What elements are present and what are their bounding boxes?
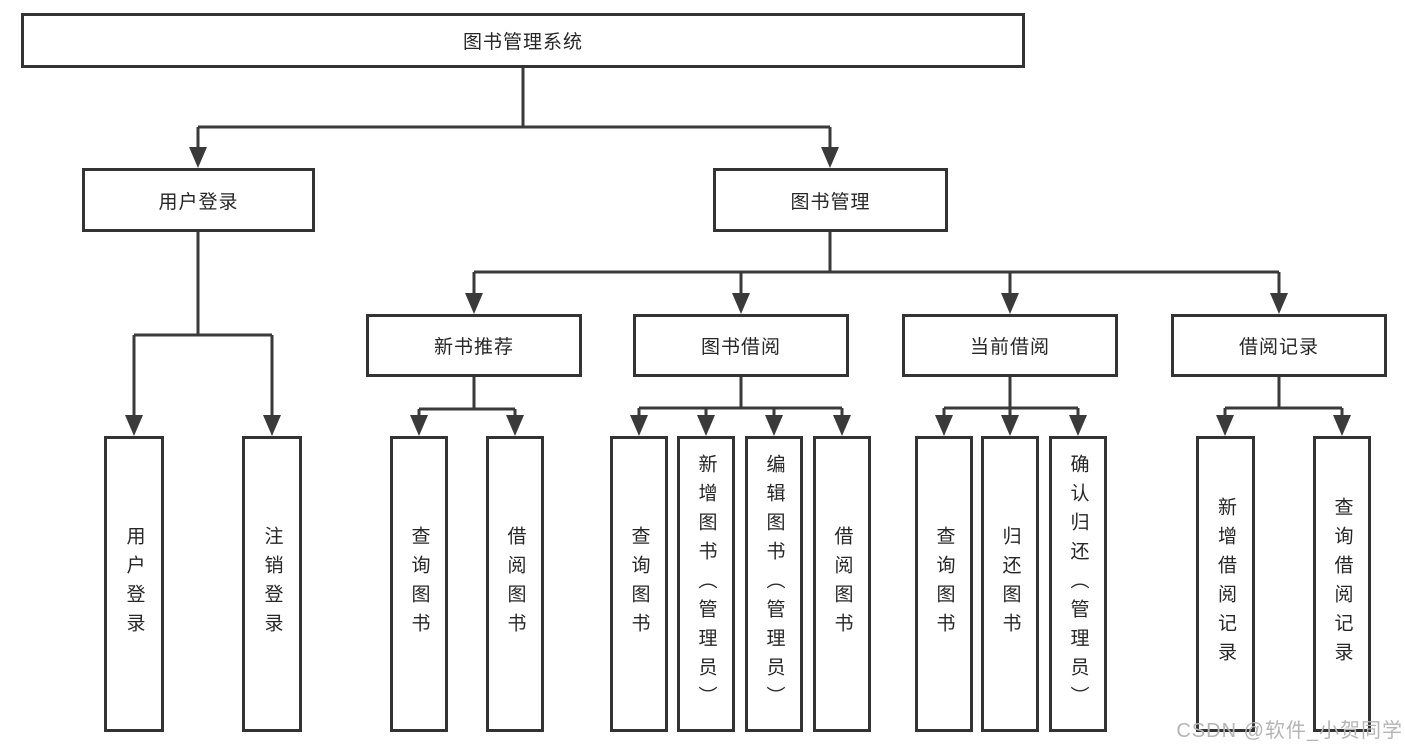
node-label: 借阅记录 [1238,337,1319,358]
leaf-label: 新增图书（管理员） [695,453,717,715]
node-label: 图书管理 [790,191,871,213]
node-label: 图书借阅 [700,337,781,358]
leaf-label: 新增借阅记录 [1215,497,1236,671]
node-current-borrowing: 当前借阅 [902,314,1118,377]
leaf-query-books-current: 查询图书 [915,436,973,732]
node-user-login: 用户登录 [82,168,315,232]
leaf-label: 查询图书 [408,526,430,642]
leaf-label: 查询借阅记录 [1331,497,1353,671]
leaf-confirm-return-admin: 确认归还（管理员） [1049,436,1107,732]
leaf-label: 编辑图书（管理员） [763,453,785,715]
leaf-label: 借阅图书 [831,526,853,642]
arrow-down-icons [125,147,1351,436]
leaf-edit-book-admin: 编辑图书（管理员） [745,436,803,732]
leaf-label: 查询图书 [628,526,650,642]
node-root-library-management-system: 图书管理系统 [21,13,1025,68]
leaf-add-borrow-record: 新增借阅记录 [1196,436,1255,732]
leaf-label: 查询图书 [933,526,955,642]
csdn-watermark: CSDN @软件_小贺同学 [1176,720,1403,742]
leaf-borrow-books-borrowing: 借阅图书 [813,436,871,732]
node-label: 用户登录 [158,191,239,213]
node-new-book-recommendation: 新书推荐 [366,314,582,377]
node-label: 当前借阅 [969,337,1050,358]
node-book-management: 图书管理 [713,168,948,232]
connector-paths [132,68,1344,417]
node-borrowing-records: 借阅记录 [1171,314,1387,377]
leaf-add-book-admin: 新增图书（管理员） [677,436,735,732]
leaf-return-book: 归还图书 [981,436,1039,732]
node-label: 新书推荐 [433,337,514,358]
leaf-borrow-books-recommend: 借阅图书 [486,436,544,732]
leaf-label: 注销登录 [261,526,283,642]
leaf-label: 借阅图书 [504,526,526,642]
leaf-label: 确认归还（管理员） [1067,453,1089,715]
leaf-query-books-borrowing: 查询图书 [610,436,668,732]
leaf-label: 归还图书 [999,526,1021,642]
leaf-label: 用户登录 [123,526,145,642]
leaf-logout: 注销登录 [242,436,302,732]
node-label: 图书管理系统 [462,32,583,53]
leaf-query-books-recommend: 查询图书 [390,436,448,732]
leaf-query-borrow-record: 查询借阅记录 [1313,436,1371,732]
leaf-user-login: 用户登录 [104,436,164,732]
node-book-borrowing: 图书借阅 [633,314,849,377]
